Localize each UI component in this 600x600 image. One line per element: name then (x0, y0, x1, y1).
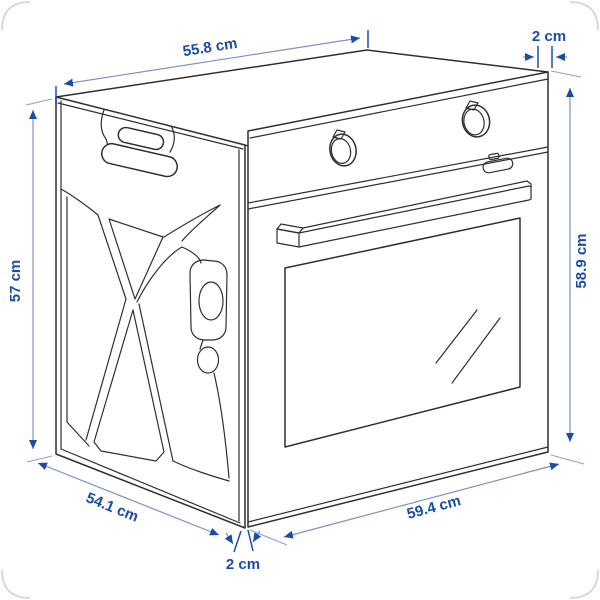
dimension-right-height: 58.9 cm (550, 88, 590, 465)
small-hole (196, 346, 220, 374)
door-latch (482, 152, 514, 174)
side-panel-x-cutout (60, 188, 230, 482)
handle-cutout-hole (117, 126, 165, 151)
dimension-label-bottom-gap: 2 cm (226, 556, 260, 573)
dimension-left-height: 57 cm (7, 98, 53, 463)
dimension-label-bottom-depth: 54.1 cm (83, 489, 140, 525)
side-panel-circle-cutouts (181, 246, 230, 479)
dimension-bottom-depth: 54.1 cm (37, 462, 220, 536)
dimension-bottom-gap: 2 cm (224, 529, 262, 573)
dimension-top-right-gap: 2 cm (523, 28, 582, 78)
door-handle (276, 180, 532, 248)
oven-front-panel (247, 71, 549, 528)
oven-knob-left (329, 129, 357, 167)
dimension-label-left-height: 57 cm (7, 260, 24, 303)
side-panel-handle-cutout (100, 109, 179, 178)
dimension-label-top-width: 55.8 cm (182, 35, 239, 60)
window-reflection (435, 309, 501, 384)
handle-cutout-lip (100, 142, 179, 178)
oven-line-art (55, 49, 549, 529)
dimension-label-right-height: 58.9 cm (573, 233, 590, 288)
dimension-label-top-right-gap: 2 cm (532, 28, 566, 45)
dimension-front-width: 59.4 cm (249, 462, 560, 546)
dimensions: 55.8 cm 2 cm 57 cm 58.9 cm 54.1 cm (7, 28, 590, 573)
door-window (284, 217, 521, 448)
oven-knob-right (461, 100, 491, 138)
large-hole (198, 281, 224, 321)
dimension-top-width: 55.8 cm (55, 30, 369, 106)
oven-side-panel (55, 96, 246, 529)
